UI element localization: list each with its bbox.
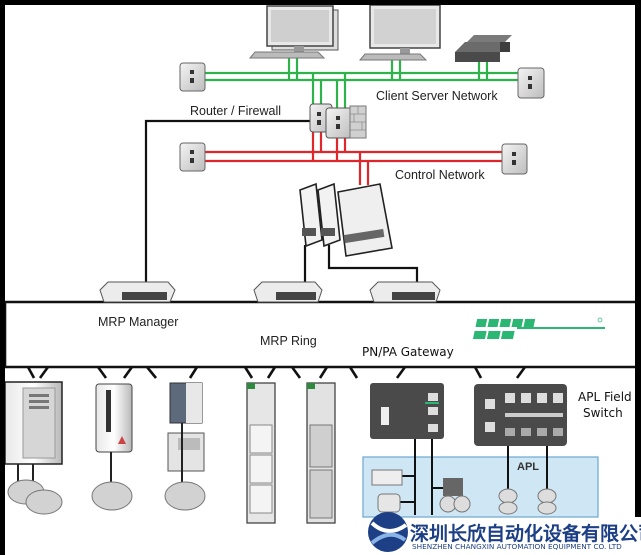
frame-top <box>0 0 641 5</box>
router-firewall-label: Router / Firewall <box>190 104 281 118</box>
client-server-network <box>205 58 520 112</box>
router-firewall <box>309 103 367 139</box>
switchgear-cabinet <box>4 381 63 495</box>
apl-field-switch <box>474 384 567 515</box>
network-module-cs-left <box>179 62 206 92</box>
ring-switch-3 <box>369 281 441 303</box>
apl-field-switch-label-line1: APL Field <box>578 390 632 404</box>
profinet-logo <box>472 317 605 339</box>
frame-left-bottom <box>0 517 5 555</box>
client-server-network-label: Client Server Network <box>376 89 498 103</box>
network-module-cs-right <box>517 67 545 99</box>
frame-right <box>635 0 641 517</box>
motor <box>7 479 206 515</box>
apl-field-switch-label-line2: Switch <box>583 406 623 420</box>
network-module-ctrl-left <box>179 142 206 172</box>
control-network <box>205 130 502 185</box>
workstation-2 <box>358 4 441 61</box>
apl-area <box>362 456 599 518</box>
company-name-english: SHENZHEN CHANGXIN AUTOMATION EQUIPMENT C… <box>412 542 622 551</box>
company-logo-icon <box>368 512 408 552</box>
workstation-1 <box>248 5 339 59</box>
drive-2 <box>167 382 205 490</box>
drive-1 <box>95 383 133 485</box>
mrp-manager-switch <box>99 281 176 303</box>
control-network-label: Control Network <box>395 168 485 182</box>
pn-pa-gateway-label: PN/PA Gateway <box>362 345 454 359</box>
frame-left <box>0 0 5 517</box>
network-module-ctrl-right <box>501 143 528 175</box>
pn-pa-gateway <box>370 383 471 515</box>
company-name-chinese: 深圳长欣自动化设备有限公司 <box>410 523 641 545</box>
ring-switch-2 <box>253 281 323 303</box>
server <box>455 35 512 62</box>
mrp-manager-label: MRP Manager <box>98 315 179 329</box>
mrp-ring-label: MRP Ring <box>260 334 317 348</box>
io-station-1 <box>246 382 276 524</box>
apl-label: APL <box>517 461 539 473</box>
controller-rack <box>299 182 393 257</box>
io-station-2 <box>306 382 336 524</box>
